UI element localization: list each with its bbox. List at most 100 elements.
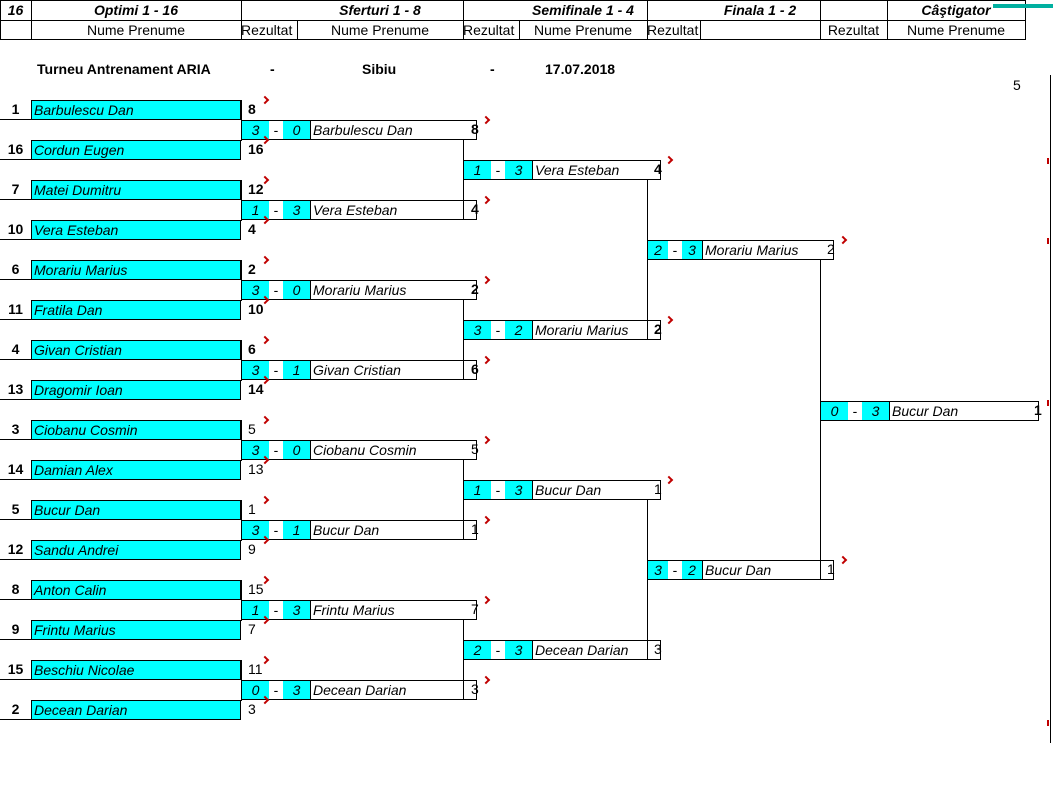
header-sub-result-1: Rezultat [241, 22, 293, 38]
entrant-name[interactable]: Fratila Dan [31, 300, 241, 320]
match-winner-name[interactable]: Bucur Dan [310, 521, 477, 539]
score-home: 3 [648, 561, 668, 579]
match-winner-name[interactable]: Ciobanu Cosmin [310, 441, 477, 459]
comment-mark [481, 595, 491, 605]
match-winner-name[interactable]: Decean Darian [532, 641, 661, 659]
entrant-result: 1 [248, 501, 256, 517]
match-result: 2 [654, 321, 662, 337]
match-winner-name[interactable]: Morariu Marius [532, 321, 661, 339]
entrant-result: 7 [248, 621, 256, 637]
match-winner-name[interactable]: Bucur Dan [532, 481, 661, 499]
corner-value: 5 [1013, 77, 1021, 93]
comment-mark [481, 355, 491, 365]
comment-mark [664, 155, 674, 165]
entrant-name[interactable]: Vera Esteban [31, 220, 241, 240]
score-home: 3 [464, 321, 491, 339]
match-result: 2 [471, 281, 479, 297]
score-dash: - [273, 682, 279, 698]
match-result: 4 [654, 161, 662, 177]
entrant-name[interactable]: Dragomir Ioan [31, 380, 241, 400]
match-result: 1 [1034, 402, 1042, 418]
score-home: 1 [242, 201, 269, 219]
comment-mark [481, 515, 491, 525]
entrant-name[interactable]: Givan Cristian [31, 340, 241, 360]
header-sub-name-1: Nume Prenume [86, 22, 186, 38]
score-home: 2 [648, 241, 668, 259]
comment-mark [481, 195, 491, 205]
header-round-sferturi: Sferturi 1 - 8 [339, 2, 421, 18]
match-winner-name[interactable]: Morariu Marius [310, 281, 477, 299]
match-winner-name[interactable]: Frintu Marius [310, 601, 477, 619]
seed-number: 5 [0, 500, 31, 520]
entrant-name[interactable]: Ciobanu Cosmin [31, 420, 241, 440]
entrant-name[interactable]: Beschiu Nicolae [31, 660, 241, 680]
seed-number: 1 [0, 100, 31, 120]
entrant-result: 9 [248, 541, 256, 557]
match-winner-name[interactable]: Vera Esteban [532, 161, 661, 179]
score-dash: - [672, 562, 678, 578]
score-away: 0 [283, 281, 310, 299]
entrant-result: 12 [248, 181, 264, 197]
score-away: 2 [505, 321, 532, 339]
score-dash: - [273, 362, 279, 378]
entrant-name[interactable]: Frintu Marius [31, 620, 241, 640]
score-dash: - [495, 322, 501, 338]
score-dash: - [273, 282, 279, 298]
header: 16 Optimi 1 - 16 Sferturi 1 - 8 Semifina… [0, 0, 1053, 40]
match-winner-name[interactable]: Bucur Dan [889, 402, 1039, 420]
score-dash: - [495, 162, 501, 178]
entrant-name[interactable]: Bucur Dan [31, 500, 241, 520]
score-home: 3 [242, 361, 269, 379]
match-winner-name[interactable]: Bucur Dan [702, 561, 834, 579]
entrant-result: 16 [248, 141, 264, 157]
entrant-result: 14 [248, 381, 264, 397]
match-winner-name[interactable]: Decean Darian [310, 681, 477, 699]
match-result: 3 [471, 681, 479, 697]
score-home: 1 [464, 161, 491, 179]
score-away: 2 [682, 561, 702, 579]
match-result: 6 [471, 361, 479, 377]
entrant-name[interactable]: Cordun Eugen [31, 140, 241, 160]
entrant-name[interactable]: Barbulescu Dan [31, 100, 241, 120]
match-winner-name[interactable]: Morariu Marius [702, 241, 834, 259]
entrant-name[interactable]: Sandu Andrei [31, 540, 241, 560]
score-away: 0 [283, 121, 310, 139]
match-winner-name[interactable]: Vera Esteban [310, 201, 477, 219]
match-result: 1 [471, 521, 479, 537]
score-dash: - [273, 442, 279, 458]
score-home: 1 [464, 481, 491, 499]
match-result: 8 [471, 121, 479, 137]
right-edge-line [1050, 75, 1051, 743]
entrant-name[interactable]: Anton Calin [31, 580, 241, 600]
seed-number: 12 [0, 540, 31, 560]
score-away: 0 [283, 441, 310, 459]
header-round-castigator: Câştigator [921, 2, 991, 18]
entrant-name[interactable]: Decean Darian [31, 700, 241, 720]
score-dash: - [273, 122, 279, 138]
entrant-name[interactable]: Damian Alex [31, 460, 241, 480]
entrant-result: 8 [248, 101, 256, 117]
score-away: 3 [283, 681, 310, 699]
entrant-name[interactable]: Morariu Marius [31, 260, 241, 280]
seed-number: 13 [0, 380, 31, 400]
match-winner-name[interactable]: Givan Cristian [310, 361, 477, 379]
score-home: 3 [242, 441, 269, 459]
score-home: 2 [464, 641, 491, 659]
entrant-name[interactable]: Matei Dumitru [31, 180, 241, 200]
score-dash: - [495, 482, 501, 498]
match-winner-name[interactable]: Barbulescu Dan [310, 121, 477, 139]
score-away: 3 [862, 402, 889, 420]
score-dash: - [273, 522, 279, 538]
